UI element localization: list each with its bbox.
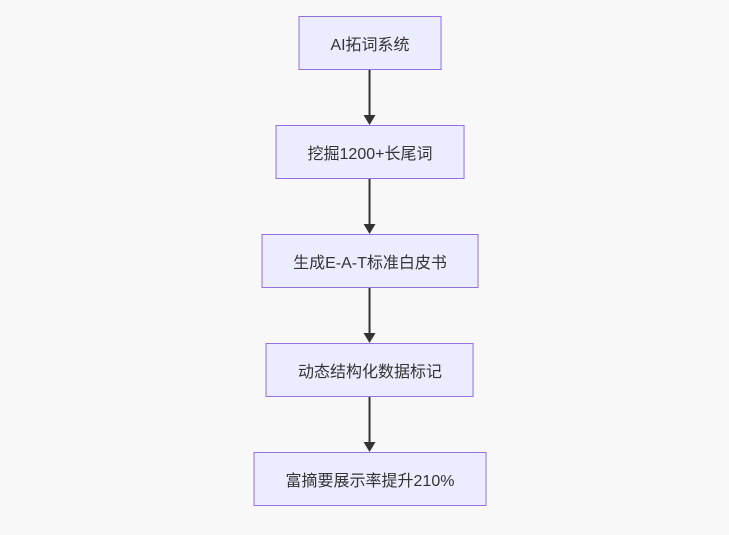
flowchart: AI拓词系统挖掘1200+长尾词生成E-A-T标准白皮书动态结构化数据标记富摘要… [253,16,487,506]
flow-node-label: AI拓词系统 [330,37,410,54]
flow-node: 挖掘1200+长尾词 [275,125,465,179]
flow-node: AI拓词系统 [298,16,442,70]
arrowhead-icon [364,333,376,343]
flow-arrow-down [364,288,376,343]
flow-node-label: 挖掘1200+长尾词 [307,146,433,163]
arrowhead-icon [364,442,376,452]
flow-node-label: 富摘要展示率提升210% [285,473,455,490]
arrow-shaft [369,397,371,442]
arrow-shaft [369,70,371,115]
flow-node: 生成E-A-T标准白皮书 [261,234,479,288]
arrow-shaft [369,179,371,224]
arrowhead-icon [364,224,376,234]
flow-node: 动态结构化数据标记 [265,343,474,397]
flow-arrow-down [364,70,376,125]
arrow-shaft [369,288,371,333]
flow-arrow-down [364,179,376,234]
flow-node: 富摘要展示率提升210% [253,452,487,506]
arrowhead-icon [364,115,376,125]
flow-arrow-down [364,397,376,452]
flow-node-label: 动态结构化数据标记 [297,364,442,381]
flow-node-label: 生成E-A-T标准白皮书 [293,255,447,272]
